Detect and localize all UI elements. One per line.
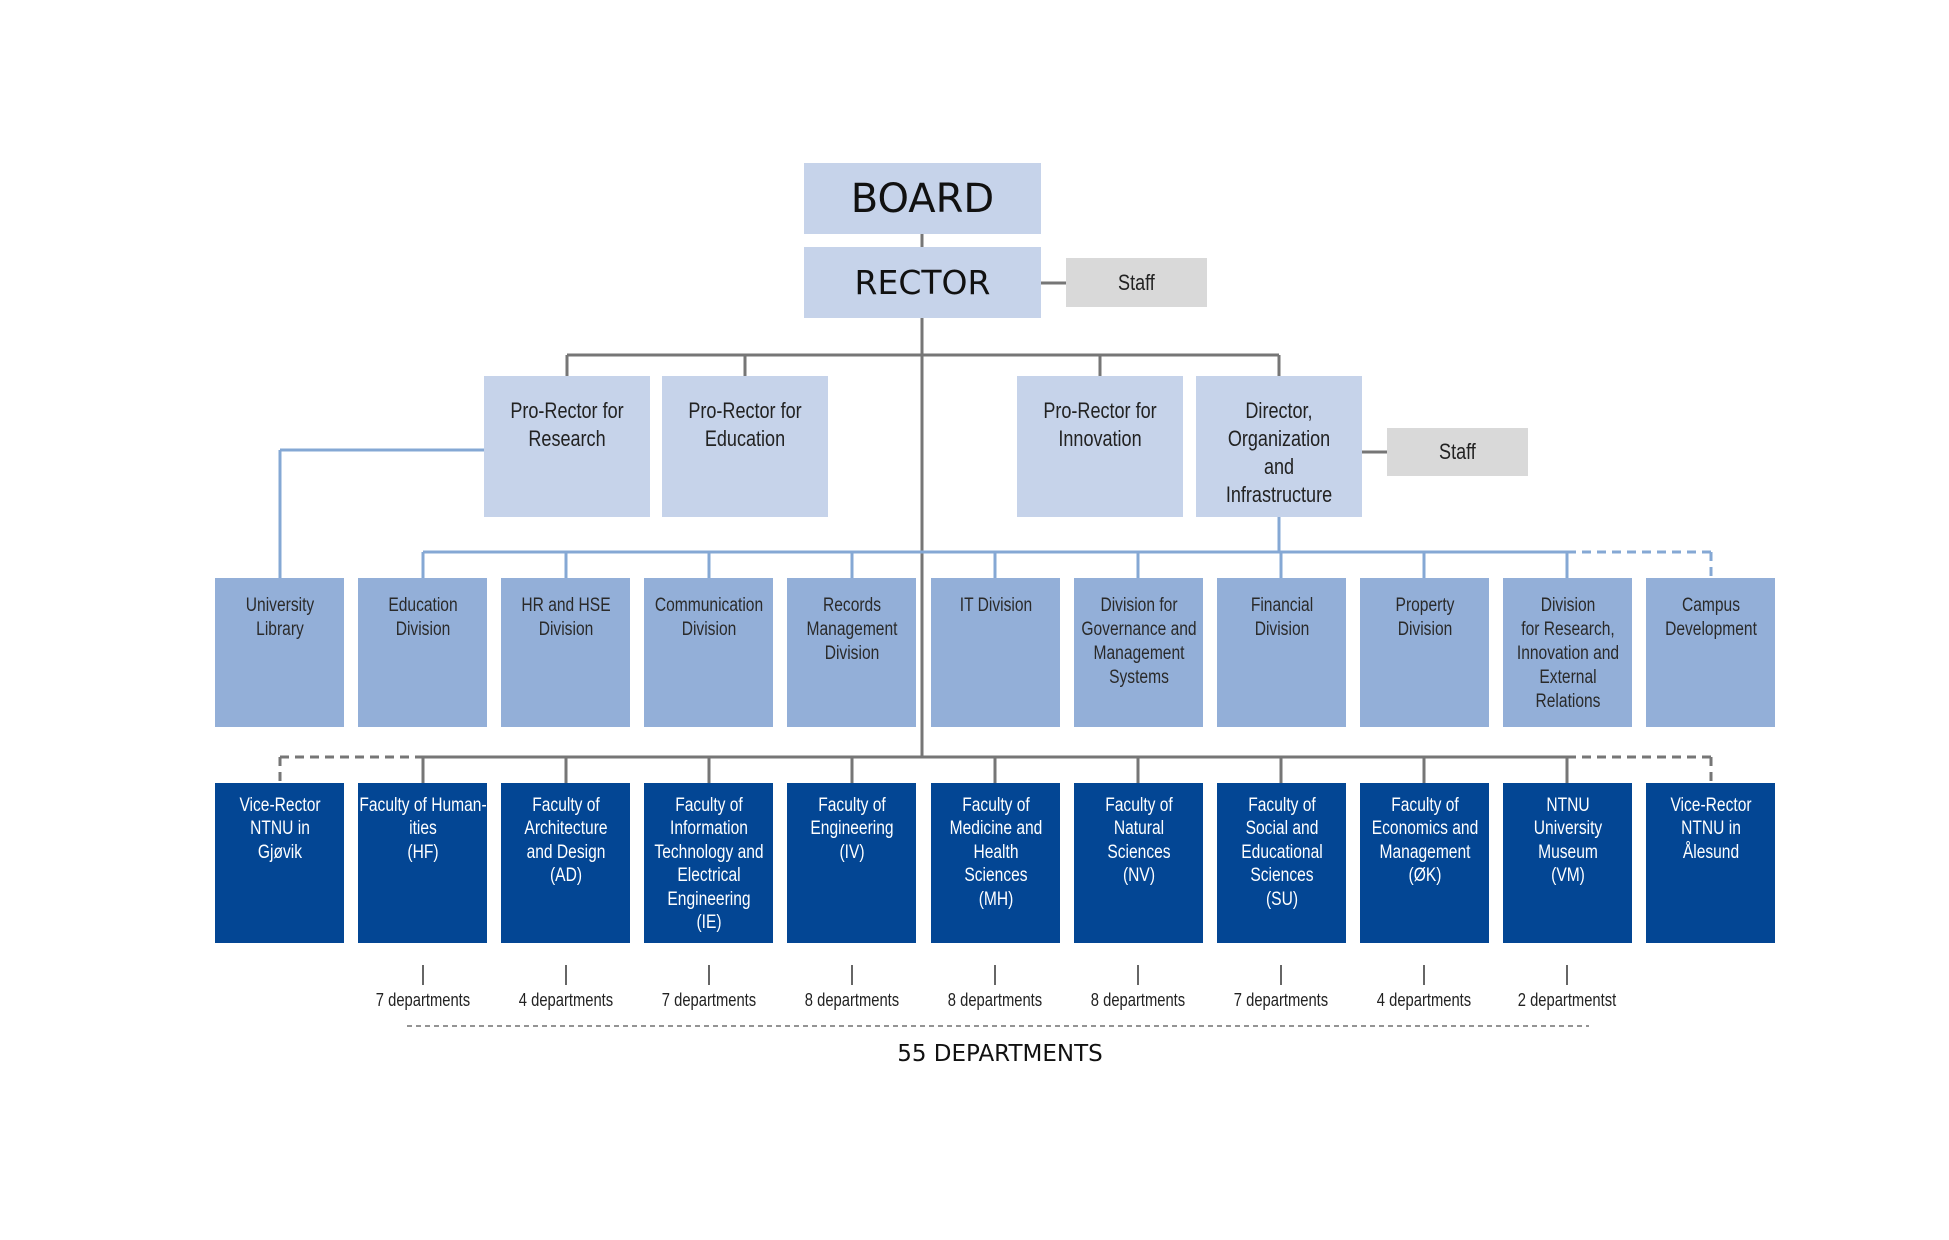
rector-box: RECTOR — [804, 247, 1041, 318]
pro-rector-innovation-box: Pro-Rector for Innovation — [1017, 376, 1183, 517]
department-count: 7 departments — [661, 990, 757, 1010]
pro-rector-research-box: Pro-Rector for Research — [484, 376, 650, 517]
faculty-label: Faculty of Engineering (IV) — [809, 795, 894, 863]
department-count: 4 departments — [518, 990, 614, 1010]
faculty-label: Faculty of Medicine and Health Sciences … — [949, 795, 1042, 910]
rector-label: RECTOR — [854, 263, 991, 302]
department-count: 8 departments — [1090, 990, 1186, 1010]
faculty-label: Vice-Rector NTNU in Ålesund — [1669, 795, 1752, 863]
pro-rector-education-box: Pro-Rector for Education — [662, 376, 828, 517]
faculty-box: Vice-Rector NTNU in Ålesund — [1646, 783, 1775, 943]
division-label: Financial Division — [1250, 595, 1313, 640]
department-count: 8 departments — [947, 990, 1043, 1010]
division-box: Financial Division — [1217, 578, 1346, 727]
faculty-label: Faculty of Natural Sciences (NV) — [1104, 795, 1173, 887]
division-label: University Library — [245, 595, 314, 640]
division-label: IT Division — [959, 595, 1032, 616]
division-box: Campus Development — [1646, 578, 1775, 727]
faculty-label: Faculty of Economics and Management (ØK) — [1371, 795, 1478, 887]
faculty-label: Faculty of Architecture and Design (AD) — [523, 795, 608, 887]
division-label: Campus Development — [1664, 595, 1757, 640]
faculty-box: Faculty of Natural Sciences (NV) — [1074, 783, 1203, 943]
division-box: HR and HSE Division — [501, 578, 630, 727]
department-count: 7 departments — [1233, 990, 1329, 1010]
faculty-label: NTNU University Museum (VM) — [1533, 795, 1602, 887]
division-label: Property Division — [1395, 595, 1454, 640]
pro-rector-research-label: Pro-Rector for Research — [510, 398, 624, 451]
rector-staff-label: Staff — [1118, 269, 1155, 295]
faculty-box: Faculty of Medicine and Health Sciences … — [931, 783, 1060, 943]
division-box: Education Division — [358, 578, 487, 727]
division-label: HR and HSE Division — [520, 595, 611, 640]
faculty-box: Faculty of Engineering (IV) — [787, 783, 916, 943]
division-box: Division for Research, Innovation and Ex… — [1503, 578, 1632, 727]
division-label: Communication Division — [654, 595, 763, 640]
division-box: Communication Division — [644, 578, 773, 727]
director-organization-box: Director, Organization and Infrastructur… — [1196, 376, 1362, 517]
faculty-label: Faculty of Information Technology and El… — [653, 795, 764, 934]
division-box: Division for Governance and Management S… — [1074, 578, 1203, 727]
division-box: Records Management Division — [787, 578, 916, 727]
faculty-box: NTNU University Museum (VM) — [1503, 783, 1632, 943]
faculty-label: Faculty of Human- ities (HF) — [358, 795, 487, 863]
pro-rector-innovation-label: Pro-Rector for Innovation — [1043, 398, 1157, 451]
division-box: IT Division — [931, 578, 1060, 727]
faculty-label: Vice-Rector NTNU in Gjøvik — [238, 795, 321, 863]
division-label: Education Division — [387, 595, 458, 640]
total-departments-label: 55 DEPARTMENTS — [897, 1041, 1103, 1067]
division-label: Records Management Division — [806, 595, 897, 664]
director-staff-label: Staff — [1439, 439, 1476, 464]
faculty-box: Faculty of Information Technology and El… — [644, 783, 773, 943]
department-count: 7 departments — [375, 990, 471, 1010]
pro-rector-education-label: Pro-Rector for Education — [688, 398, 802, 451]
faculty-box: Faculty of Economics and Management (ØK) — [1360, 783, 1489, 943]
department-count: 4 departments — [1376, 990, 1472, 1010]
faculty-box: Faculty of Architecture and Design (AD) — [501, 783, 630, 943]
division-box: Property Division — [1360, 578, 1489, 727]
faculty-box: Faculty of Human- ities (HF) — [358, 783, 487, 943]
department-count: 2 departmentst — [1517, 990, 1617, 1010]
director-staff-box: Staff — [1387, 428, 1528, 476]
board-box: BOARD — [804, 163, 1041, 234]
division-label: Division for Research, Innovation and Ex… — [1516, 595, 1619, 712]
board-label: BOARD — [850, 175, 995, 222]
faculty-box: Faculty of Social and Educational Scienc… — [1217, 783, 1346, 943]
division-label: Division for Governance and Management S… — [1080, 595, 1197, 688]
division-box: University Library — [215, 578, 344, 727]
rector-staff-box: Staff — [1066, 258, 1207, 307]
director-organization-label: Director, Organization and Infrastructur… — [1225, 398, 1333, 507]
department-count: 8 departments — [804, 990, 900, 1010]
faculty-box: Vice-Rector NTNU in Gjøvik — [215, 783, 344, 943]
faculty-label: Faculty of Social and Educational Scienc… — [1240, 795, 1323, 910]
